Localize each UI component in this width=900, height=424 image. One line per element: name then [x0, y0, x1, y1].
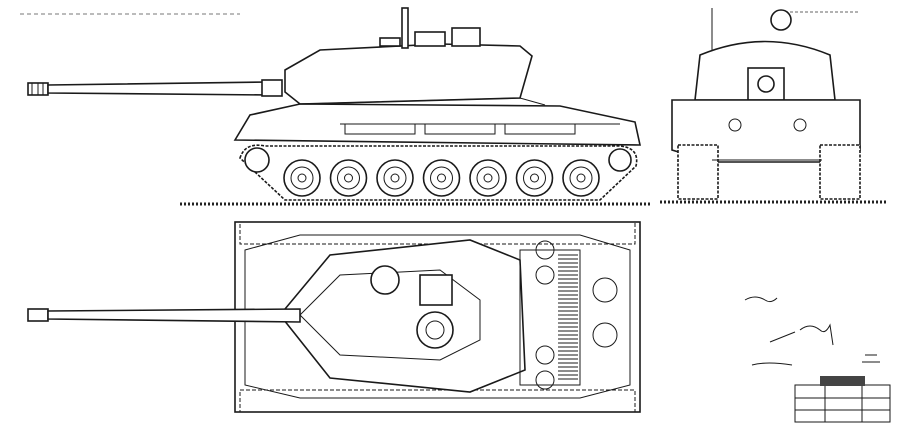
top-view	[27, 221, 641, 413]
road-wheel-hub	[530, 173, 539, 183]
road-wheel-hub	[344, 173, 353, 183]
road-wheel	[329, 159, 368, 197]
left-track	[677, 144, 719, 200]
top-track-right	[239, 389, 636, 413]
engine-grille	[558, 254, 578, 380]
top-turret	[278, 239, 526, 393]
drive-sprocket	[244, 147, 270, 173]
road-wheel-hub	[390, 173, 400, 183]
signature	[769, 323, 834, 346]
road-wheel	[376, 159, 414, 197]
road-wheel-hub	[383, 166, 407, 190]
right-track	[819, 144, 861, 200]
gun-barrel	[27, 79, 283, 97]
front-view	[660, 8, 888, 204]
title-block	[794, 376, 891, 423]
road-wheel	[469, 159, 507, 197]
road-wheel	[515, 159, 554, 197]
road-wheel	[562, 159, 600, 197]
road-wheel-hub	[430, 166, 453, 190]
road-wheel-hub	[483, 173, 493, 183]
side-view	[27, 7, 650, 206]
handwritten-note-2	[751, 362, 793, 366]
handwritten-note	[744, 296, 778, 303]
road-wheel-hub	[569, 166, 593, 190]
road-wheel-hub	[437, 173, 446, 183]
header-scribble	[20, 11, 860, 15]
top-gun-barrel	[27, 308, 301, 323]
annotations	[744, 296, 891, 423]
road-wheel-hub	[297, 173, 307, 183]
road-wheel	[283, 159, 321, 197]
road-wheel-hub	[523, 166, 546, 190]
stamp-mark	[862, 354, 880, 363]
idler-wheel	[608, 148, 632, 172]
road-wheel	[422, 159, 461, 197]
commander-cupola	[770, 9, 792, 31]
side-hull	[233, 103, 641, 146]
road-wheel-hub	[476, 166, 500, 190]
road-wheel-hub	[576, 173, 586, 183]
road-wheel-hub	[290, 166, 314, 190]
road-wheels	[283, 159, 600, 197]
side-turret	[284, 7, 546, 106]
road-wheel-hub	[337, 166, 360, 190]
